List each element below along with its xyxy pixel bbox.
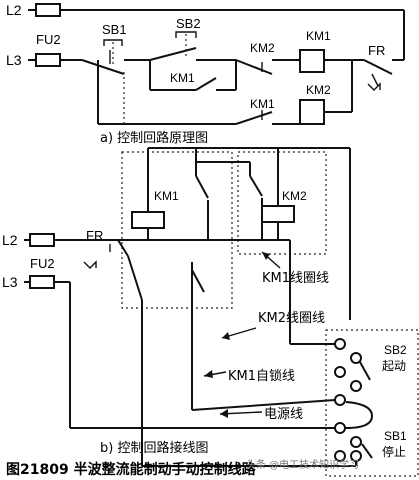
contactor-km2-box	[237, 151, 327, 255]
coil-km1-bottom	[131, 211, 165, 229]
figure-caption: 图21809 半波整流能制动手动控制线路	[6, 461, 257, 478]
label-km1-contact-top: KM1	[170, 71, 195, 85]
label-km2-coil-wire: KM2线圈线	[258, 311, 325, 326]
label-l2-bottom: L2	[2, 232, 18, 248]
label-l3-top: L3	[6, 52, 22, 68]
fuse-fu2-top	[35, 53, 61, 67]
label-sb2-bottom: SB2	[384, 343, 407, 357]
label-km1-bottom: KM1	[154, 189, 179, 203]
label-sb1-action: 停止	[382, 444, 406, 459]
fuse-fu2-bottom	[29, 275, 55, 289]
label-fu2-top: FU2	[36, 32, 61, 47]
caption-b: b) 控制回路接线图	[100, 440, 208, 456]
label-km1-selflock-wire: KM1自锁线	[228, 368, 295, 384]
contactor-km1-box	[121, 151, 233, 309]
schematic-a: L2 L3 FU2 SB1 SB2 KM1 KM2 KM1 KM2 KM1 FR…	[6, 2, 405, 146]
terminals	[334, 338, 362, 462]
caption-a: a) 控制回路原理图	[100, 130, 208, 146]
label-fu2-bottom: FU2	[30, 256, 55, 271]
coil-km1-top	[299, 49, 325, 73]
label-sb2-action: 起动	[382, 359, 406, 373]
label-power-wire: 电源线	[264, 407, 303, 422]
label-sb1-bottom: SB1	[384, 429, 407, 443]
fuse-l2-bottom	[29, 233, 55, 247]
label-km2-coil-top: KM2	[306, 83, 331, 97]
watermark: 头条 @电工技术知识学习	[246, 458, 359, 471]
label-km2-bottom: KM2	[282, 189, 307, 203]
button-box	[325, 329, 419, 477]
label-l3-bottom: L3	[2, 274, 18, 290]
label-km2-contact-top: KM2	[250, 41, 275, 55]
label-l2-top: L2	[6, 2, 22, 18]
label-fr-bottom: FR	[86, 228, 103, 243]
wiring-b: L2 L3 FU2 FR KM1 KM2 KM1线圈线 KM2线圈线 KM1自锁…	[2, 147, 419, 477]
label-fr-top: FR	[368, 43, 385, 58]
coil-km2-top	[299, 99, 325, 125]
label-sb1-top: SB1	[102, 22, 127, 37]
label-km1-interlock-top: KM1	[250, 97, 275, 111]
label-km1-coil-wire: KM1线圈线	[262, 271, 329, 286]
label-sb2-top: SB2	[176, 16, 201, 31]
label-km1-coil-top: KM1	[306, 29, 331, 43]
fuse-l2-top	[35, 3, 61, 17]
coil-km2-bottom	[261, 205, 295, 223]
